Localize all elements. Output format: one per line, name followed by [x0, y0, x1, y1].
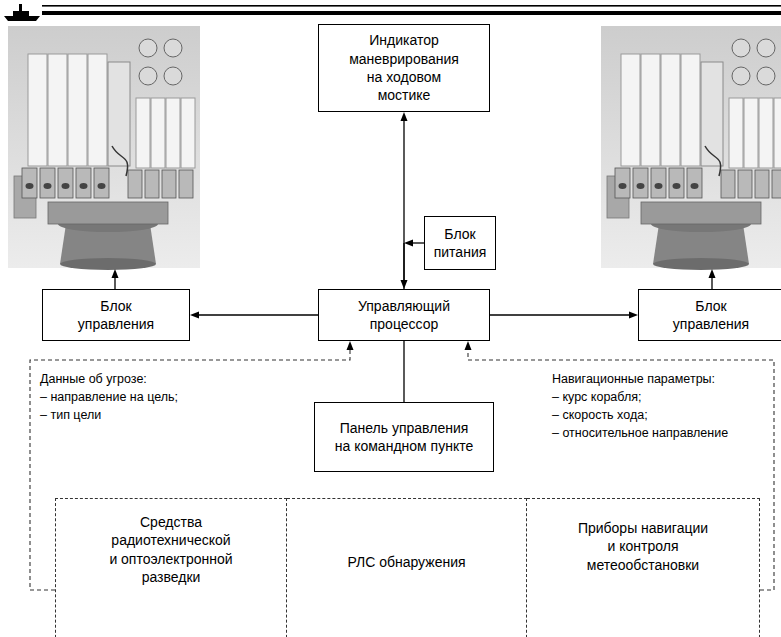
text-group: РЛС обнаружения: [347, 553, 465, 571]
note-text: – тип цели: [40, 408, 101, 423]
text-group: Панель управления на командном пункте: [334, 419, 474, 456]
box-label: Панель управления на командном пункте: [334, 419, 474, 456]
arrowhead: [190, 312, 199, 319]
box-label: Приборы навигации и контроля метеообстан…: [574, 519, 712, 574]
arrowhead: [404, 240, 413, 247]
data-link: [30, 341, 354, 590]
launcher-photo: [601, 26, 781, 270]
text-group: Блок управления: [66, 297, 166, 334]
arrowhead: [465, 341, 472, 350]
box-label: Блок управления: [661, 297, 761, 334]
connector: [404, 240, 424, 290]
connector: [401, 112, 408, 289]
source-cell: Средства радиотехнической и оптоэлектрон…: [55, 498, 287, 637]
text-group: Приборы навигации и контроля метеообстан…: [574, 519, 712, 574]
box-label: Управляющий процессор: [339, 297, 469, 334]
indicator-box: Индикатор маневрирования на ходовом мост…: [318, 24, 490, 112]
arrowhead: [709, 269, 716, 278]
header-rule: [42, 5, 781, 7]
note-text: Данные об угрозе:: [40, 372, 147, 387]
connector: [190, 312, 318, 319]
text-group: Блок питания: [431, 225, 489, 262]
panel-box: Панель управления на командном пункте: [314, 402, 494, 472]
data-link: [465, 341, 775, 590]
launcher-photo: [8, 26, 200, 270]
arrowhead: [629, 312, 638, 319]
processor-box: Управляющий процессор: [318, 289, 490, 341]
connector-line: [490, 314, 631, 315]
box-label: Блок управления: [66, 297, 166, 334]
header-rule: [42, 11, 781, 15]
control-unit-box: Блок управления: [638, 289, 781, 341]
box-label: РЛС обнаружения: [347, 553, 465, 571]
note-text: – относительное направление: [552, 426, 728, 441]
arrowhead: [112, 269, 119, 278]
box-label: Блок питания: [431, 225, 489, 262]
ship-icon: [4, 4, 40, 21]
box-label: Средства радиотехнической и оптоэлектрон…: [108, 513, 234, 587]
power-box: Блок питания: [424, 216, 496, 270]
text-group: Управляющий процессор: [339, 297, 469, 334]
note-text: – курс корабля;: [552, 390, 641, 405]
source-cell: Приборы навигации и контроля метеообстан…: [527, 498, 760, 637]
connector-line: [468, 348, 774, 590]
box-label: Индикатор маневрирования на ходовом мост…: [342, 31, 467, 105]
text-group: Блок управления: [661, 297, 761, 334]
note-text: – направление на цель;: [40, 390, 178, 405]
arrowhead: [347, 341, 354, 350]
control-line: [114, 277, 115, 289]
source-cell: РЛС обнаружения: [287, 498, 527, 637]
control-unit-box: Блок управления: [42, 289, 190, 341]
connector-line: [403, 243, 404, 289]
connector: [404, 341, 405, 402]
note-text: Навигационные параметры:: [552, 372, 715, 387]
text-group: Индикатор маневрирования на ходовом мост…: [342, 31, 467, 105]
text-group: Средства радиотехнической и оптоэлектрон…: [108, 513, 234, 587]
arrowhead: [401, 112, 408, 121]
connector: [490, 312, 638, 319]
note-text: – скорость хода;: [552, 408, 648, 423]
connector-line: [403, 341, 404, 402]
control-line: [711, 277, 712, 289]
connector-line: [197, 314, 318, 315]
connector-line: [30, 348, 350, 590]
